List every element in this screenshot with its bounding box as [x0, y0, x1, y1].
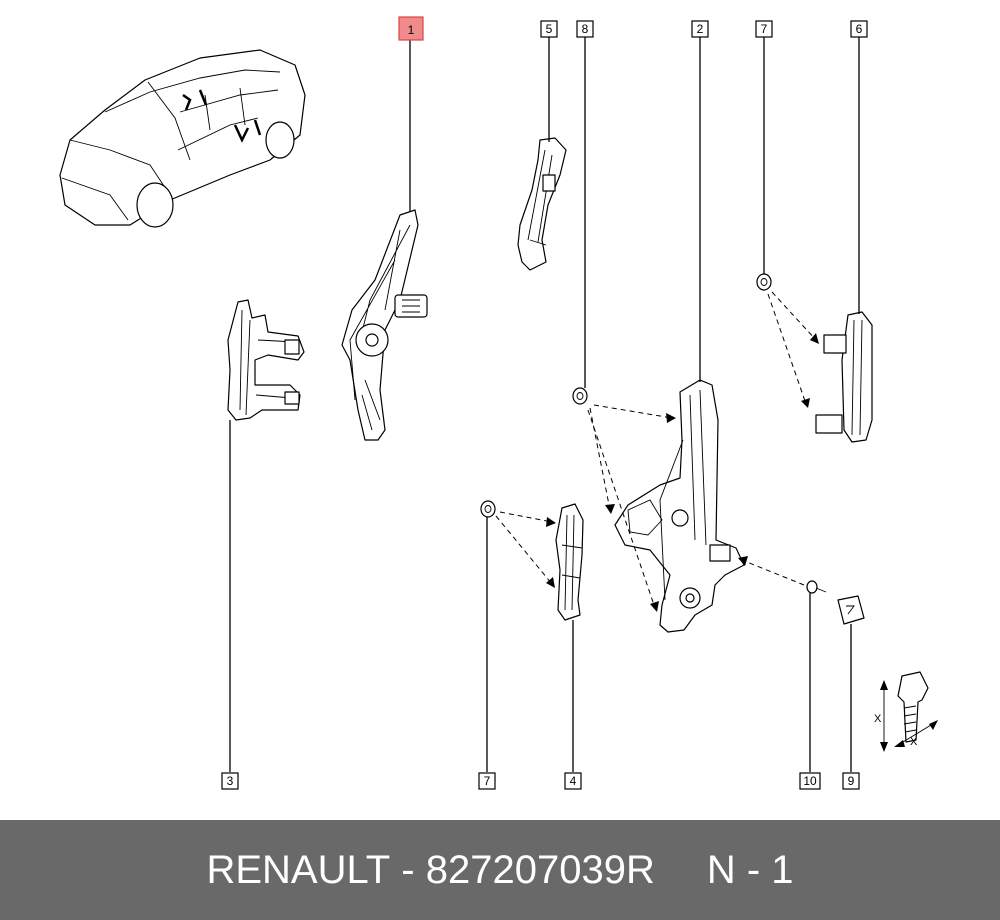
- callout-6[interactable]: 6: [850, 20, 868, 38]
- callout-9[interactable]: 9: [842, 772, 860, 790]
- vehicle-location-thumbnail: [59, 49, 306, 228]
- callout-label: 9: [848, 774, 855, 788]
- footer-separator: -: [390, 847, 426, 892]
- guide-rail-part-6: [815, 311, 873, 443]
- part-number-footer: RENAULT - 827207039R N - 1: [0, 820, 1000, 920]
- assembly-arrows: [495, 291, 819, 612]
- guide-rail-part-4: [555, 503, 584, 621]
- leader-lines: [229, 37, 860, 772]
- nut-part-8: [572, 387, 588, 405]
- dimension-x-label: X: [910, 736, 918, 748]
- callout-4[interactable]: 4: [564, 772, 582, 790]
- callout-5[interactable]: 5: [540, 20, 558, 38]
- callout-label: 3: [227, 774, 234, 788]
- nut-part-7-right: [756, 273, 772, 291]
- dimension-x-label: X: [874, 713, 882, 725]
- guide-rail-part-5: [517, 137, 567, 271]
- callout-1[interactable]: 1: [398, 16, 424, 41]
- guide-rail-part-3: [227, 299, 305, 421]
- callout-label: 8: [582, 22, 589, 36]
- callout-label: 10: [803, 774, 817, 788]
- nut-part-7-left: [480, 500, 496, 518]
- window-regulator-assembly-part-2: [614, 379, 745, 633]
- callout-label: 7: [484, 774, 491, 788]
- part-number: 827207039R: [425, 847, 655, 892]
- bolt-dimension-detail: X X: [874, 671, 938, 752]
- callout-label: 2: [697, 22, 704, 36]
- callout-3[interactable]: 3: [221, 772, 239, 790]
- callout-7-bottom[interactable]: 7: [478, 772, 496, 790]
- brand-name: RENAULT: [206, 847, 391, 892]
- callout-label: 4: [570, 774, 577, 788]
- callout-7-top[interactable]: 7: [755, 20, 773, 38]
- exploded-parts-diagram: X X 1 5 8 2 7 6 3 7 4 10 9: [59, 16, 938, 790]
- callout-label: 1: [408, 23, 415, 37]
- callout-8[interactable]: 8: [576, 20, 594, 38]
- callout-label: 7: [761, 22, 768, 36]
- callout-label: 5: [546, 22, 553, 36]
- callout-2[interactable]: 2: [691, 20, 709, 38]
- clip-part-9: [837, 595, 865, 625]
- callout-10[interactable]: 10: [799, 772, 821, 790]
- callout-label: 6: [856, 22, 863, 36]
- page-indicator: N - 1: [706, 847, 794, 892]
- window-regulator-assembly-part-1: [341, 209, 428, 441]
- screw-part-10: [806, 580, 827, 594]
